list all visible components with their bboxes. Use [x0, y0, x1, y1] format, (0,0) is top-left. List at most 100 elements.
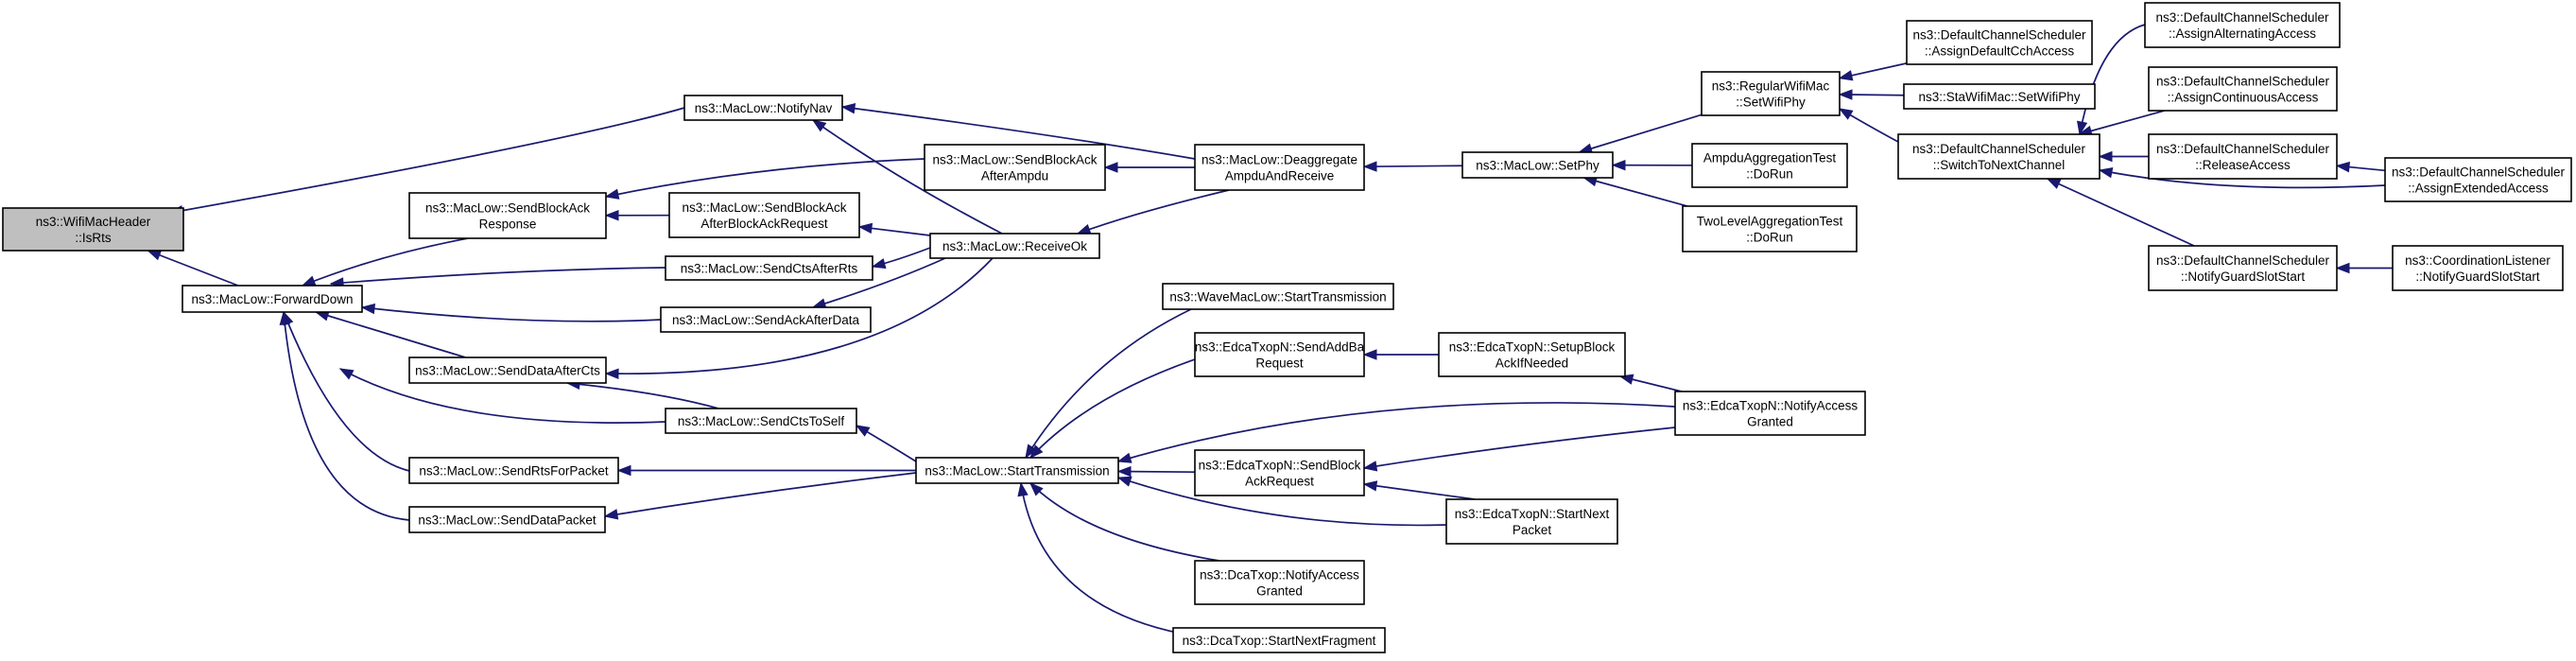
- node-box: [2392, 245, 2564, 291]
- edge-line: [1020, 482, 1183, 635]
- edge-arrowhead: [1362, 461, 1378, 472]
- edge-arrowhead: [1029, 444, 1044, 460]
- edge-AssignExtendedAccess-to-ReleaseAccess: [2335, 161, 2386, 173]
- graph-node-AssignContinuousAccess[interactable]: ns3::DefaultChannelScheduler::AssignCont…: [2148, 66, 2338, 112]
- edge-arrowhead: [1838, 89, 1853, 100]
- edge-TwoLevelAggregationTest-to-SetPhy: [1582, 176, 1687, 207]
- edge-StartTransmission-to-SendRtsForPacket: [616, 464, 916, 477]
- graph-node-SendBlockAckAfterBlockAckRequest[interactable]: ns3::MacLow::SendBlockAckAfterBlockAckRe…: [668, 192, 860, 238]
- node-label-line: ns3::EdcaTxopN::SendAddBa: [1195, 340, 1365, 355]
- node-box: [1194, 449, 1365, 496]
- graph-node-ForwardDown[interactable]: ns3::MacLow::ForwardDown: [182, 285, 363, 313]
- graph-node-AmpduAggregationTest[interactable]: AmpduAggregationTest::DoRun: [1691, 143, 1848, 188]
- graph-node-NotifyNav[interactable]: ns3::MacLow::NotifyNav: [683, 95, 843, 121]
- graph-node-SendAckAfterData[interactable]: ns3::MacLow::SendAckAfterData: [660, 306, 872, 333]
- edge-SwitchToNextChannel-to-RegularSetWifiPhy: [1838, 108, 1899, 143]
- edge-ReceiveOk-to-NotifyNav: [811, 119, 1003, 235]
- node-label-line: AfterAmpdu: [981, 169, 1048, 183]
- node-label-line: ns3::EdcaTxopN::SetupBlock: [1449, 340, 1616, 355]
- node-box: [665, 255, 873, 281]
- node-label-line: ns3::WaveMacLow::StartTransmission: [1169, 290, 1386, 304]
- edge-SendAckAfterData-to-ForwardDown: [360, 303, 662, 322]
- edge-line: [1117, 477, 1447, 527]
- edge-arrowhead: [1025, 444, 1038, 460]
- edge-EdcaNotifyAccessGranted-to-SetupBlockAckIfNeeded: [1618, 374, 1683, 392]
- graph-node-WaveStartTransmission[interactable]: ns3::WaveMacLow::StartTransmission: [1162, 283, 1394, 310]
- edge-ForwardDown-to-IsRts: [147, 250, 239, 287]
- node-label-line: ::SetWifiPhy: [1736, 96, 1806, 110]
- node-box: [1445, 498, 1618, 545]
- node-box: [1903, 83, 2096, 110]
- edge-arrowhead: [2335, 161, 2350, 173]
- edge-line: [1029, 482, 1220, 562]
- edge-line: [339, 368, 666, 424]
- graph-node-AssignAlternatingAccess[interactable]: ns3::DefaultChannelScheduler::AssignAlte…: [2144, 2, 2341, 48]
- graph-node-SendRtsForPacket[interactable]: ns3::MacLow::SendRtsForPacket: [408, 457, 619, 484]
- graph-node-CoordNotifyGuardSlotStart[interactable]: ns3::CoordinationListener::NotifyGuardSl…: [2392, 245, 2564, 291]
- graph-node-SendDataAfterCts[interactable]: ns3::MacLow::SendDataAfterCts: [408, 357, 607, 384]
- edge-arrowhead: [604, 210, 619, 221]
- edge-arrowhead: [1116, 476, 1132, 487]
- graph-node-TwoLevelAggregationTest[interactable]: TwoLevelAggregationTest::DoRun: [1682, 205, 1858, 252]
- edge-DcaNotifyAccessGranted-to-StartTransmission: [1029, 482, 1220, 562]
- edge-arrowhead: [1362, 349, 1377, 360]
- node-label-line: ::AssignExtendedAccess: [2408, 182, 2549, 196]
- edge-line: [2079, 110, 2165, 135]
- edge-SendBlockAckAfterAmpdu-to-SendBlockAckResponse: [604, 158, 925, 200]
- edge-SendCtsAfterRts-to-ForwardDown: [329, 267, 666, 288]
- edge-line: [283, 311, 410, 472]
- node-label-line: AfterBlockAckRequest: [700, 217, 828, 231]
- graph-node-StaSetWifiPhy[interactable]: ns3::StaWifiMac::SetWifiPhy: [1903, 83, 2096, 110]
- edge-arrowhead: [1076, 223, 1092, 235]
- graph-node-StartTransmission[interactable]: ns3::MacLow::StartTransmission: [915, 457, 1119, 484]
- graph-node-NotifyGuardSlotStart[interactable]: ns3::DefaultChannelScheduler::NotifyGuar…: [2148, 245, 2338, 291]
- graph-edges: [147, 24, 2393, 635]
- edge-arrowhead: [616, 464, 631, 477]
- edge-arrowhead: [855, 425, 871, 437]
- node-label-line: ::AssignContinuousAccess: [2168, 91, 2319, 105]
- graph-node-RegularSetWifiPhy[interactable]: ns3::RegularWifiMac::SetWifiPhy: [1701, 71, 1841, 116]
- edge-line: [147, 250, 239, 287]
- graph-node-SetPhy[interactable]: ns3::MacLow::SetPhy: [1461, 151, 1614, 179]
- graph-node-ReceiveOk[interactable]: ns3::MacLow::ReceiveOk: [929, 233, 1100, 259]
- edge-SendBlockAckRequest-to-StartTransmission: [1116, 465, 1196, 478]
- edge-AssignAlternatingAccess-to-SwitchToNextChannel: [2076, 24, 2146, 136]
- node-box: [668, 192, 860, 238]
- node-box: [1674, 391, 1866, 436]
- node-box: [1701, 71, 1841, 116]
- edge-arrowhead: [871, 258, 887, 270]
- graph-node-AssignDefaultCchAccess[interactable]: ns3::DefaultChannelScheduler::AssignDefa…: [1906, 20, 2093, 65]
- node-box: [408, 192, 607, 239]
- node-label-line: TwoLevelAggregationTest: [1697, 215, 1843, 229]
- node-box: [1682, 205, 1858, 252]
- edge-SendBlockAckResponse-to-ForwardDown: [301, 237, 469, 287]
- graph-node-SendDataPacket[interactable]: ns3::MacLow::SendDataPacket: [408, 506, 606, 533]
- edge-AssignExtendedAccess-to-SwitchToNextChannel: [2098, 166, 2386, 189]
- graph-node-SwitchToNextChannel[interactable]: ns3::DefaultChannelScheduler::SwitchToNe…: [1897, 133, 2101, 180]
- node-box: [1906, 20, 2093, 65]
- graph-node-DcaStartNextFragment[interactable]: ns3::DcaTxop::StartNextFragment: [1172, 627, 1386, 653]
- edge-arrowhead: [1017, 481, 1029, 497]
- graph-node-SendCtsAfterRts[interactable]: ns3::MacLow::SendCtsAfterRts: [665, 255, 873, 281]
- edge-line: [330, 267, 666, 285]
- edge-SendCtsToSelf-to-SendDataAfterCts: [565, 378, 719, 409]
- graph-node-SendCtsToSelf[interactable]: ns3::MacLow::SendCtsToSelf: [665, 408, 857, 434]
- node-label-line: ns3::MacLow::SendCtsAfterRts: [681, 262, 858, 276]
- graph-node-ReleaseAccess[interactable]: ns3::DefaultChannelScheduler::ReleaseAcc…: [2148, 133, 2338, 180]
- edge-arrowhead: [1838, 108, 1854, 120]
- graph-node-AssignExtendedAccess[interactable]: ns3::DefaultChannelScheduler::AssignExte…: [2384, 157, 2572, 202]
- edge-DeaggregateAmpduAndReceive-to-SendBlockAckAfterAmpdu: [1103, 162, 1195, 173]
- edge-arrowhead: [338, 368, 354, 380]
- node-box: [924, 144, 1106, 191]
- edge-line: [1117, 470, 1196, 474]
